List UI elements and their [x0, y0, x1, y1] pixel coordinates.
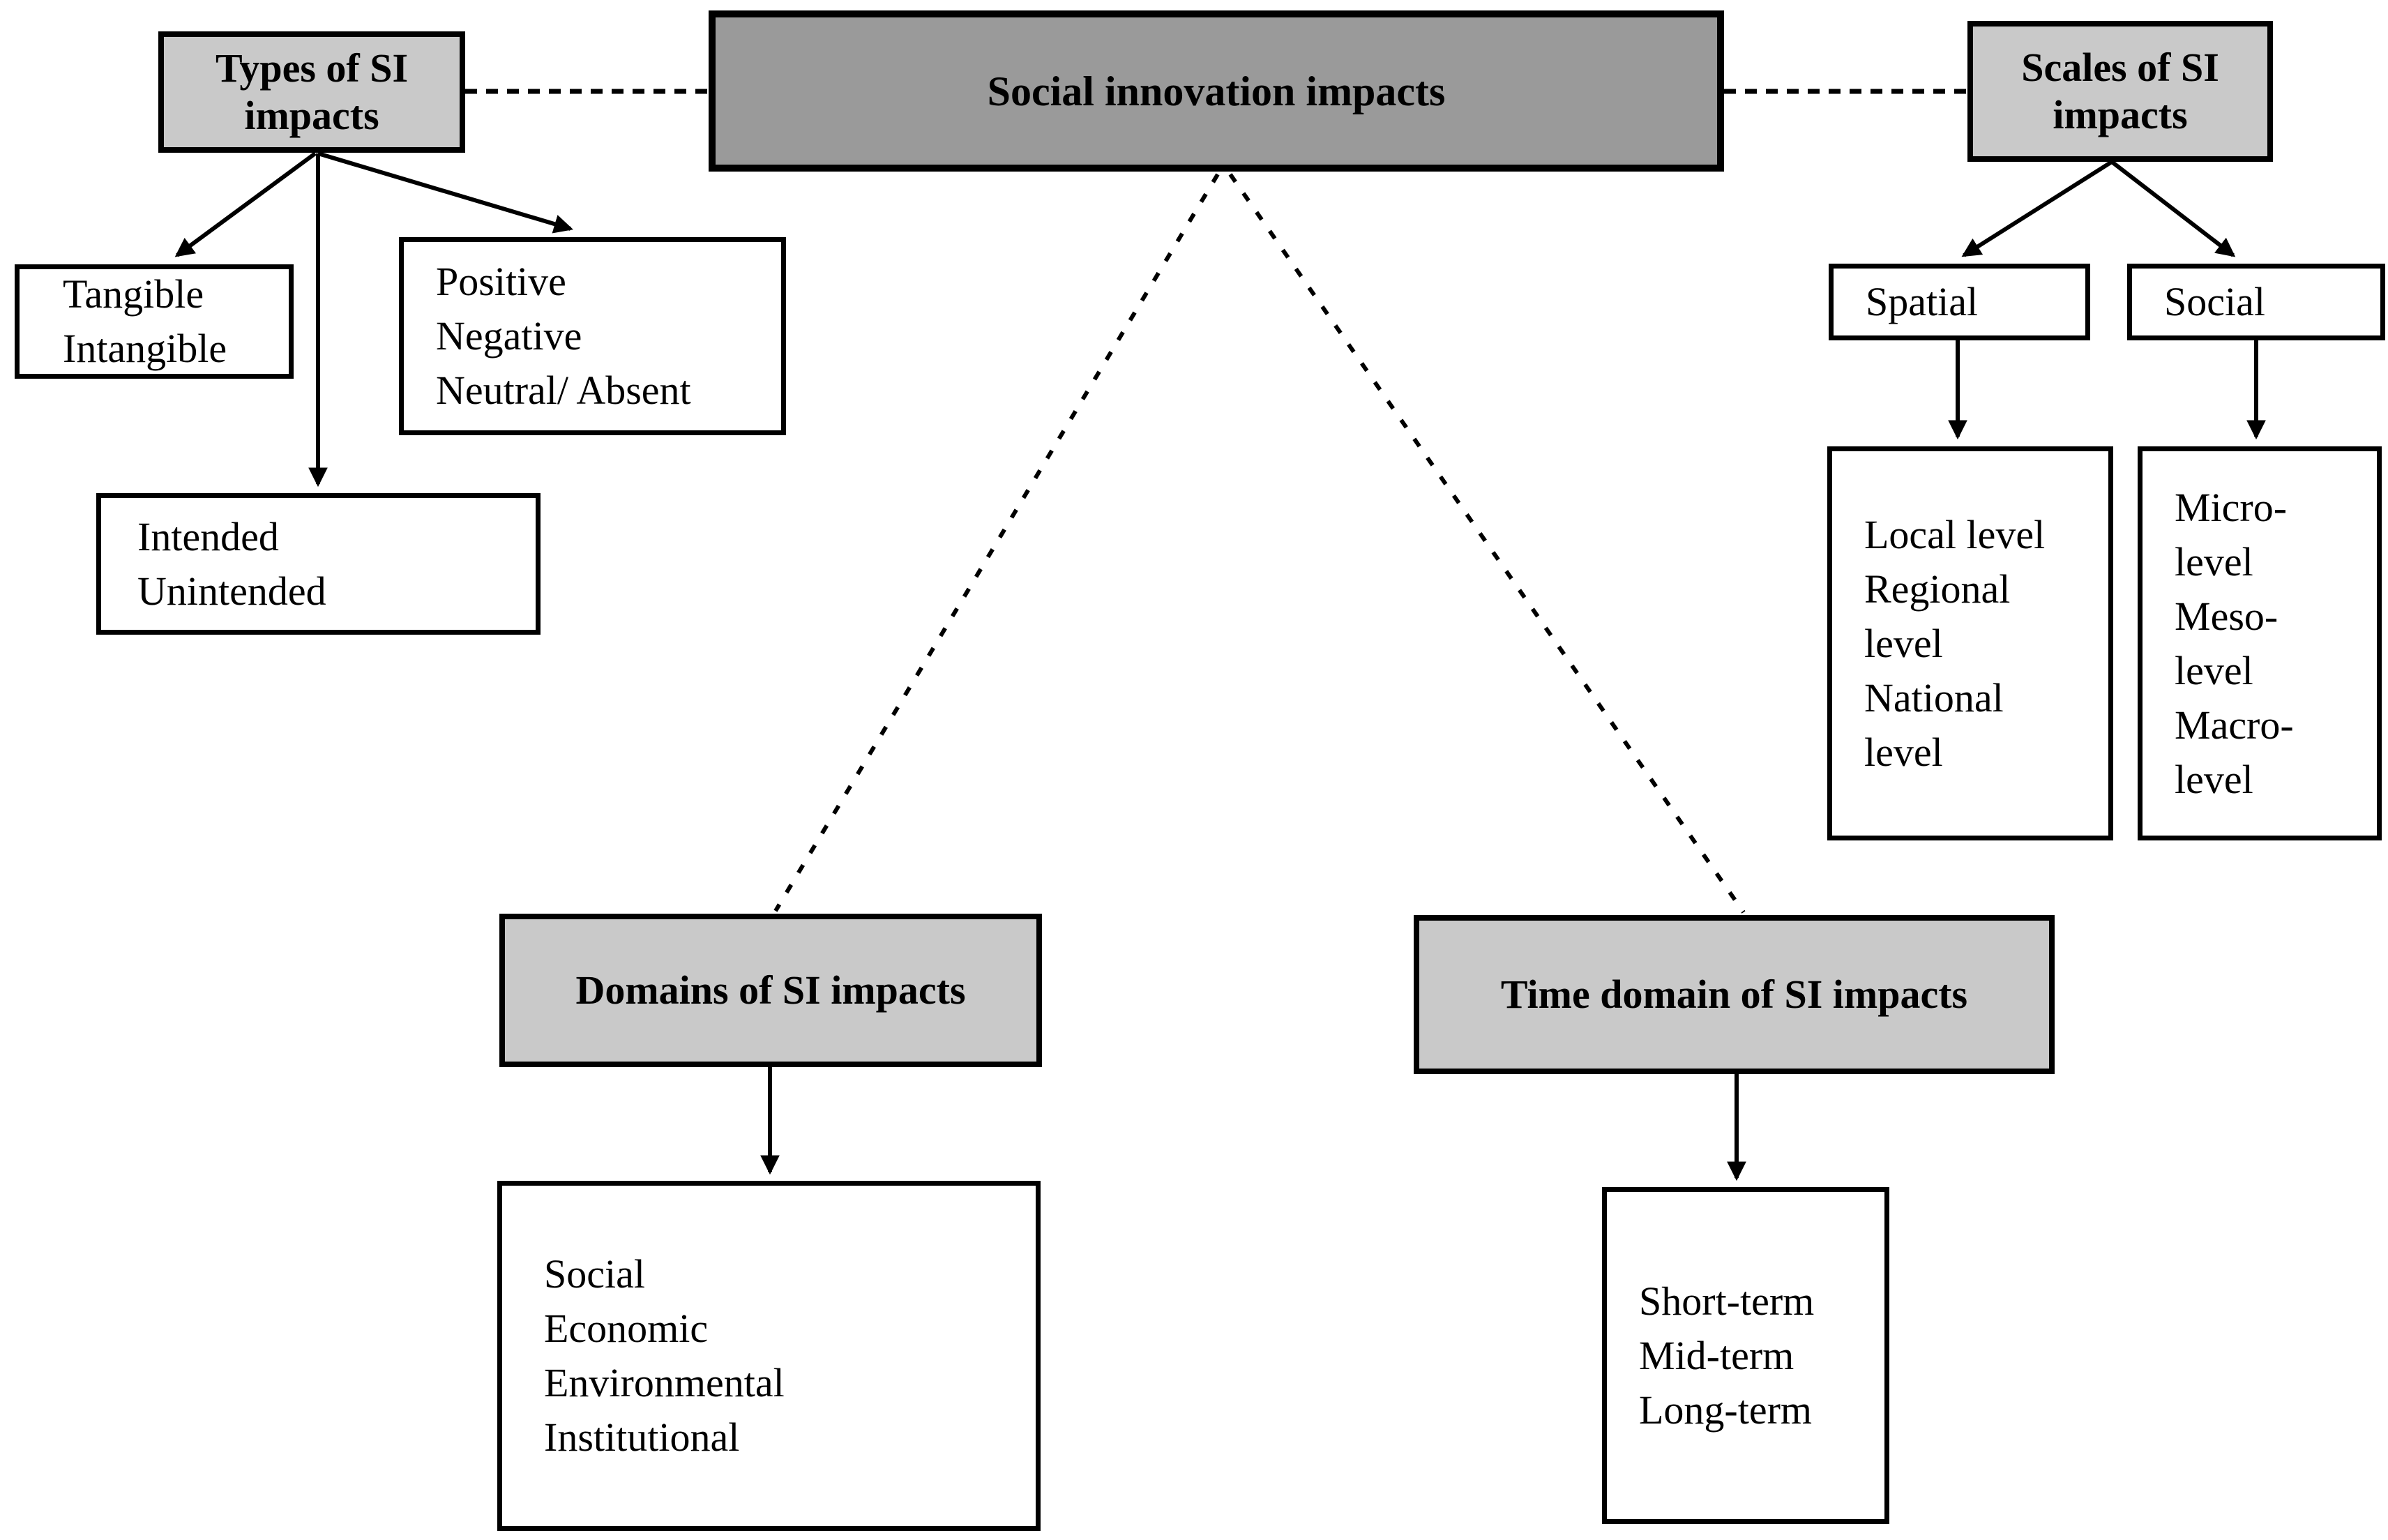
node-label: Social: [2164, 279, 2265, 324]
list-item: Meso-: [2175, 593, 2279, 639]
node-scales-of-si-impacts: Scales of SI impacts: [1967, 21, 2273, 162]
node-label-line: impacts: [244, 93, 379, 138]
list-item: Environmental: [544, 1360, 785, 1405]
node-time-domain-of-si-impacts: Time domain of SI impacts: [1414, 915, 2055, 1074]
node-types-of-si-impacts: Types of SI impacts: [158, 31, 465, 153]
arrow-scales-social: [2110, 160, 2236, 257]
list-item: Mid-term: [1639, 1332, 1794, 1378]
list-item: Regional: [1864, 566, 2011, 612]
list-item: Tangible: [63, 271, 204, 317]
list-item: Local level: [1864, 511, 2046, 557]
node-domains-of-si-impacts: Domains of SI impacts: [499, 914, 1042, 1067]
list-item: level: [2175, 538, 2253, 584]
node-spatial: Spatial: [1829, 264, 2090, 340]
list-item: National: [1864, 674, 2004, 720]
node-social-levels: Micro- level Meso- level Macro- level: [2138, 446, 2382, 840]
list-item: Positive: [436, 259, 566, 304]
arrow-types-tangible: [174, 151, 317, 257]
node-label: Spatial: [1866, 279, 1979, 324]
node-label-line: impacts: [2053, 92, 2188, 137]
arrow-types-valence: [317, 151, 573, 234]
node-social-innovation-impacts: Social innovation impacts: [709, 10, 1724, 172]
node-domain-list: Social Economic Environmental Institutio…: [497, 1181, 1041, 1531]
arrow-scales-spatial: [1961, 160, 2113, 257]
list-item: Institutional: [544, 1414, 740, 1460]
list-item: Economic: [544, 1306, 709, 1351]
list-item: Micro-: [2175, 484, 2288, 530]
list-item: level: [2175, 647, 2253, 693]
node-social-scale: Social: [2127, 264, 2385, 340]
list-item: Intended: [137, 513, 279, 559]
node-label-line: Types of SI: [215, 45, 409, 91]
list-item: Long-term: [1639, 1387, 1813, 1433]
node-label-line: Scales of SI: [2021, 45, 2219, 90]
node-positive-negative-neutral: Positive Negative Neutral/ Absent: [399, 237, 786, 435]
list-item: level: [1864, 729, 1943, 775]
node-label: Social innovation impacts: [987, 68, 1446, 114]
node-time-list: Short-term Mid-term Long-term: [1602, 1187, 1889, 1524]
list-item: Social: [544, 1251, 645, 1297]
node-label: Domains of SI impacts: [575, 967, 966, 1013]
list-item: Negative: [436, 313, 582, 358]
dashed-link-center-time: [1228, 173, 1746, 914]
node-tangible-intangible: Tangible Intangible: [15, 264, 294, 379]
dashed-links: [465, 89, 1967, 914]
list-item: Neutral/ Absent: [436, 368, 691, 413]
list-item: Unintended: [137, 568, 326, 614]
node-intended-unintended: Intended Unintended: [96, 493, 541, 635]
list-item: Short-term: [1639, 1278, 1815, 1324]
list-item: level: [1864, 620, 1943, 666]
node-label: Time domain of SI impacts: [1500, 972, 1968, 1017]
dashed-link-center-domains: [773, 173, 1220, 912]
list-item: level: [2175, 756, 2253, 802]
list-item: Intangible: [63, 326, 227, 371]
list-item: Macro-: [2175, 702, 2294, 748]
node-spatial-levels: Local level Regional level National leve…: [1827, 446, 2113, 840]
